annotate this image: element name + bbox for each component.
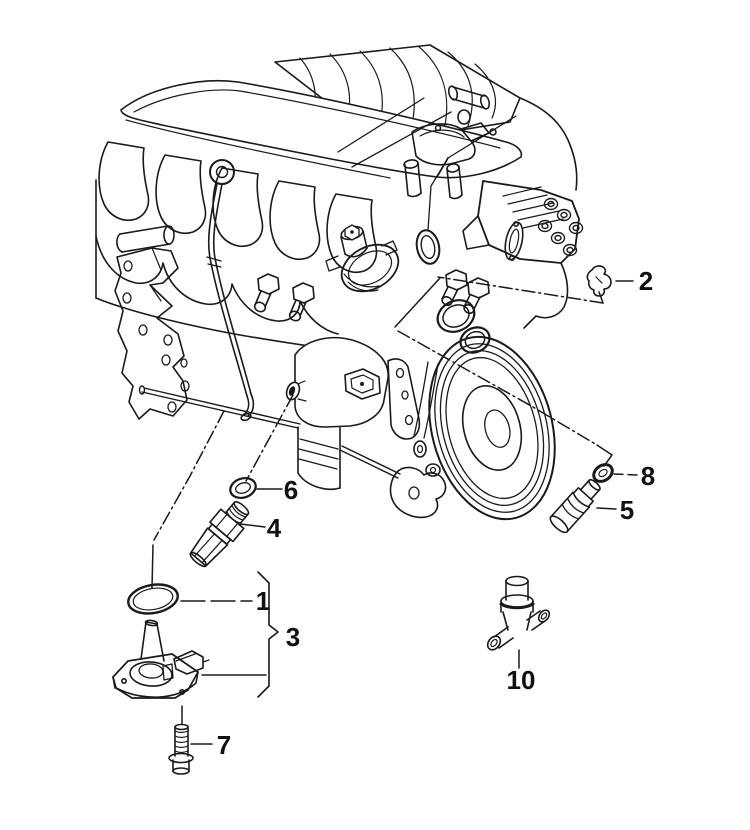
group-bracket-3 bbox=[257, 571, 279, 698]
engine-mount-bracket bbox=[114, 247, 190, 420]
part-2-retaining-clip bbox=[586, 265, 612, 297]
callout-label-7: 7 bbox=[217, 730, 231, 760]
part-6-seal-ring bbox=[229, 477, 257, 499]
throttle-port bbox=[415, 229, 441, 265]
water-outlet-housing bbox=[325, 224, 400, 293]
callout-label-8: 8 bbox=[641, 461, 655, 491]
part-7-bolt bbox=[168, 723, 194, 775]
part-4-oil-pressure-switch bbox=[189, 501, 250, 568]
callout-label-2: 2 bbox=[639, 266, 653, 296]
callout-label-10: 10 bbox=[507, 665, 536, 695]
intake-runners bbox=[98, 141, 378, 273]
callout-label-1: 1 bbox=[256, 586, 270, 616]
engine-illustration bbox=[95, 44, 584, 521]
oil-dipstick bbox=[206, 159, 255, 422]
callout-label-3: 3 bbox=[286, 622, 300, 652]
support-rails bbox=[138, 385, 401, 479]
ignition-distributor bbox=[462, 180, 584, 264]
callout-label-5: 5 bbox=[620, 495, 634, 525]
engine-block-right bbox=[253, 262, 569, 329]
oil-filter-housing bbox=[285, 336, 389, 490]
crankshaft-pulley bbox=[428, 335, 556, 521]
part-3-oil-level-sensor bbox=[112, 619, 210, 699]
pipe-stub bbox=[116, 225, 175, 253]
sensor-ports bbox=[436, 299, 491, 354]
part-5-temperature-sensor bbox=[549, 478, 601, 534]
exploded-parts bbox=[112, 265, 614, 775]
timing-cover-bracket bbox=[387, 358, 447, 519]
cylinder-head-right bbox=[337, 85, 578, 231]
part-1-sealing-ring bbox=[127, 583, 179, 615]
callout-label-4: 4 bbox=[267, 513, 282, 543]
leader-lines bbox=[151, 276, 638, 745]
callout-label-6: 6 bbox=[284, 475, 298, 505]
part-10-check-valve bbox=[486, 575, 551, 651]
part-8-o-ring bbox=[592, 463, 614, 483]
callout-labels: 1 2 3 4 5 6 7 8 10 bbox=[217, 266, 655, 760]
